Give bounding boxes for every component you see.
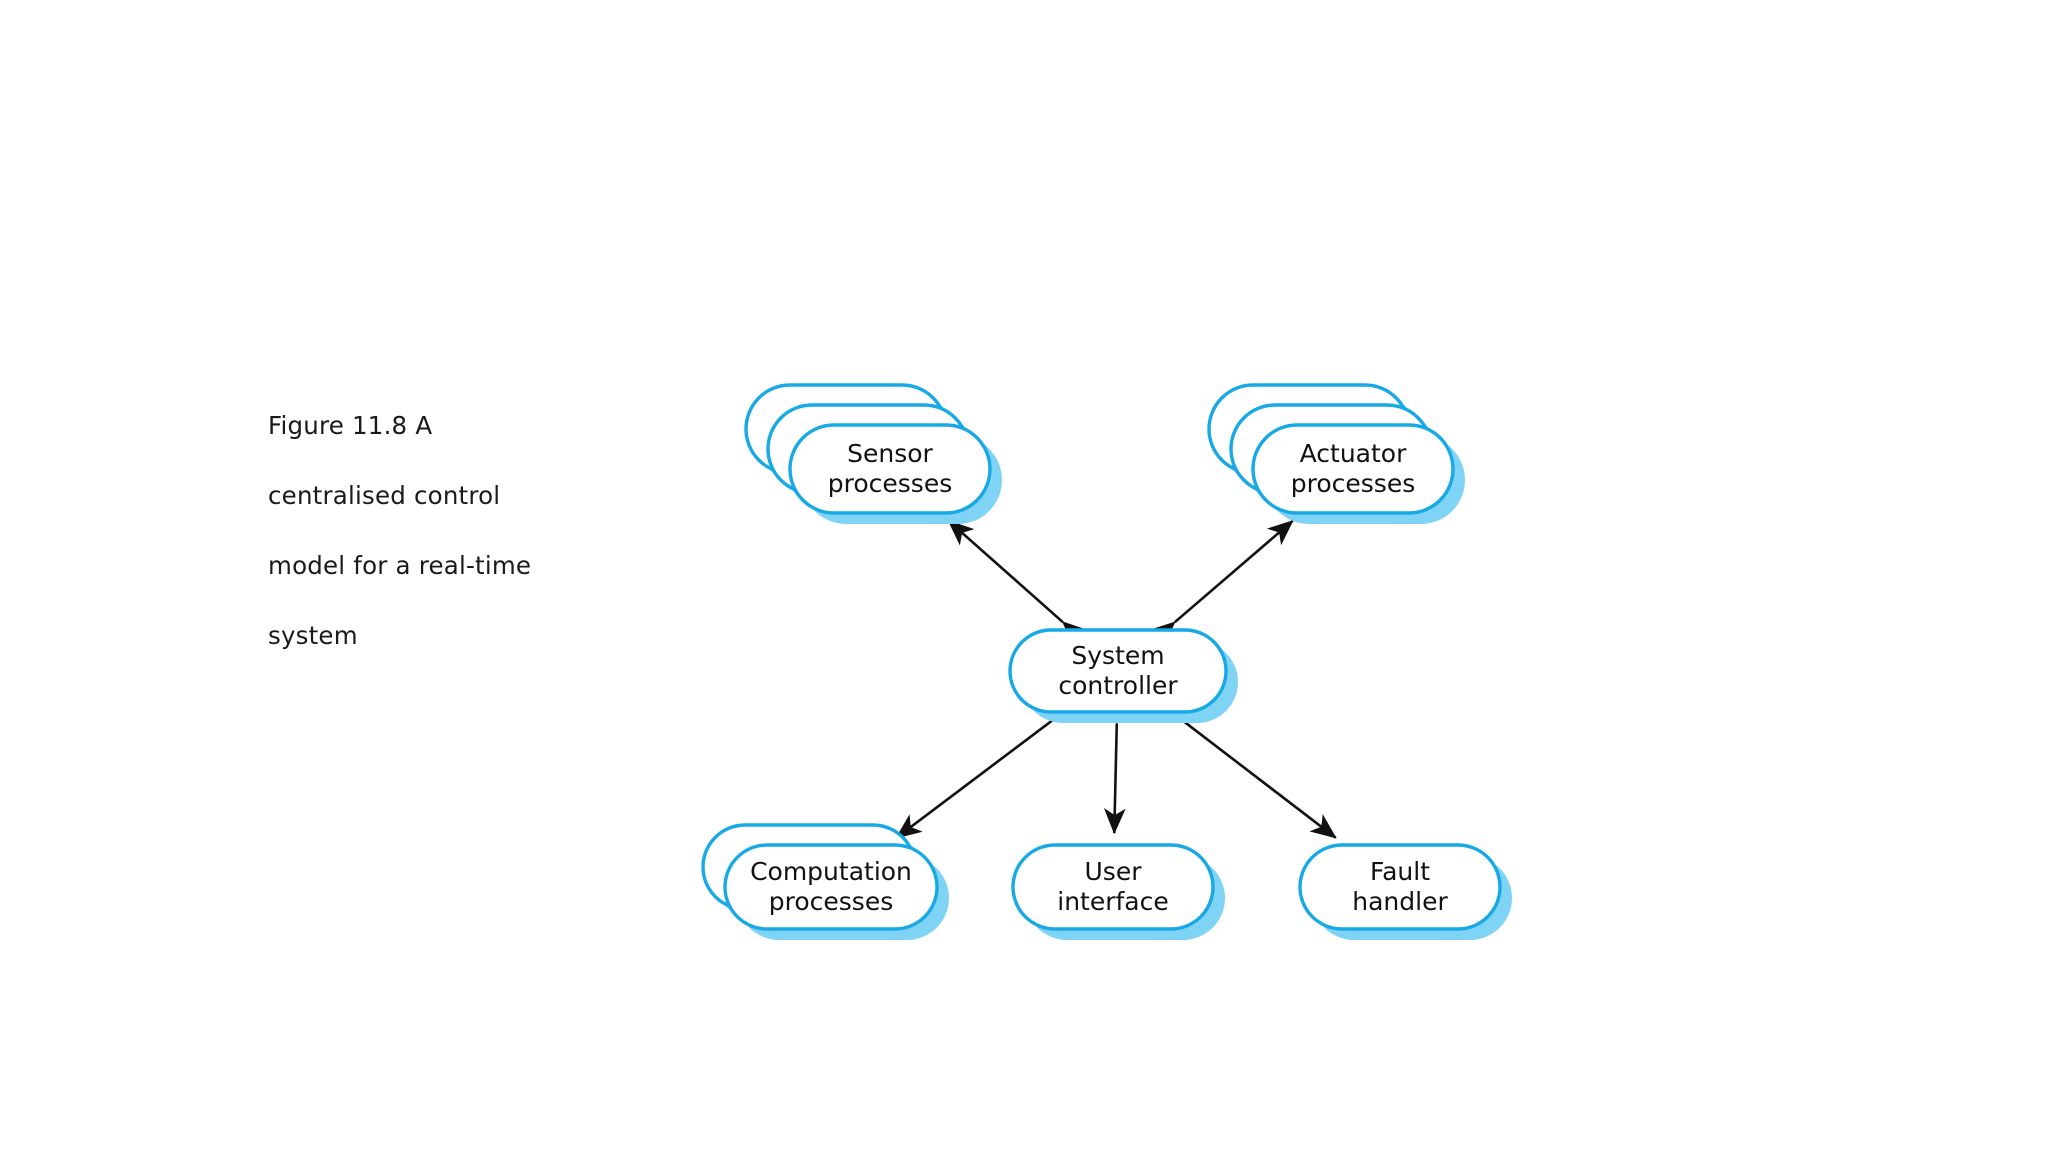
node-body xyxy=(723,843,939,931)
node-body xyxy=(1008,628,1228,714)
caption-line-2: centralised control xyxy=(268,481,501,510)
caption-line-3: model for a real-time xyxy=(268,551,532,580)
connector-controller-actuator xyxy=(1148,519,1294,647)
caption-line-1: Figure 11.8 A xyxy=(268,411,433,440)
figure-caption: Figure 11.8 A centralised control model … xyxy=(268,373,568,688)
node-body xyxy=(1298,843,1502,931)
node-body xyxy=(1251,423,1455,515)
connector-controller-computation xyxy=(895,695,1081,839)
node-body xyxy=(788,423,992,515)
connector-controller-sensor xyxy=(947,519,1089,647)
connector-layer xyxy=(895,519,1337,839)
connector-controller-fault-handler xyxy=(1154,695,1337,839)
connector-controller-user-interface xyxy=(1103,699,1129,835)
caption-line-4: system xyxy=(268,621,358,650)
node-body xyxy=(1011,843,1215,931)
